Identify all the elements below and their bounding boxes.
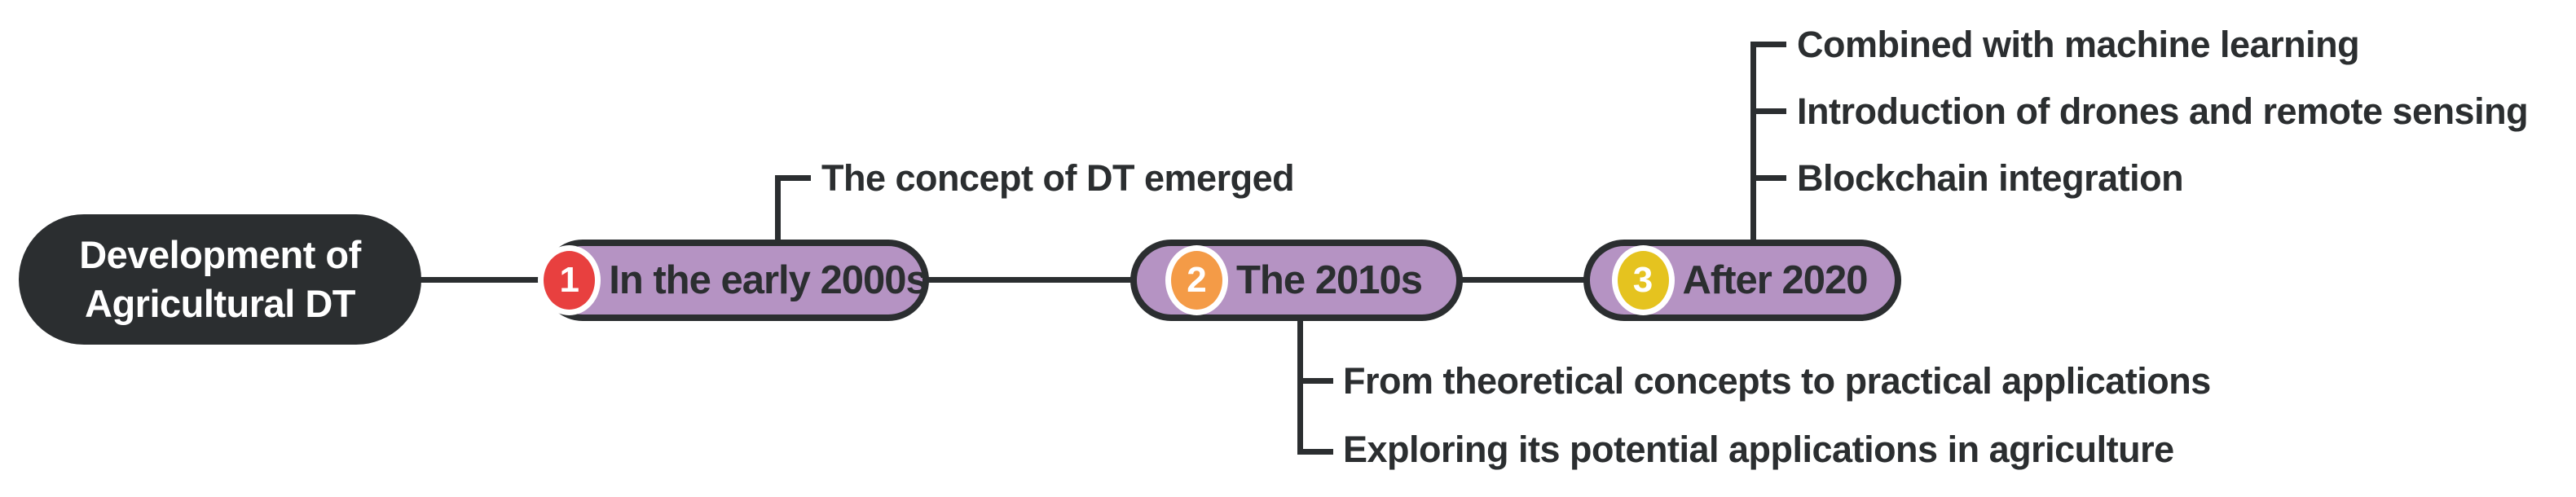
- root-node-label: Development of Agricultural DT: [79, 233, 361, 325]
- connector-root-to-node1: [420, 277, 550, 283]
- step-1-badge: 1: [544, 251, 596, 310]
- timeline-node-early-2000s: 1 In the early 2000s: [542, 240, 929, 321]
- branch2-item-2: Exploring its potential applications in …: [1343, 429, 2174, 470]
- step-2-badge: 2: [1171, 251, 1222, 310]
- branch3-vertical-line: [1750, 42, 1756, 245]
- branch3-item-2: Introduction of drones and remote sensin…: [1797, 90, 2529, 132]
- timeline-node-after-2020-label: After 2020: [1682, 258, 1869, 302]
- step-1-number: 1: [559, 260, 579, 300]
- branch1-tick-1: [775, 175, 811, 181]
- timeline-node-2010s: 2 The 2010s: [1130, 240, 1463, 321]
- branch2-tick-1: [1297, 378, 1333, 384]
- step-2-number: 2: [1187, 260, 1207, 300]
- branch2-tick-2: [1297, 449, 1333, 455]
- timeline-node-2010s-label: The 2010s: [1236, 258, 1423, 302]
- branch3-item-1: Combined with machine learning: [1797, 24, 2360, 65]
- root-node: Development of Agricultural DT: [19, 214, 421, 345]
- branch3-tick-2: [1750, 108, 1786, 114]
- branch3-tick-1: [1750, 42, 1786, 47]
- branch2-vertical-line: [1297, 318, 1303, 455]
- branch3-tick-3: [1750, 175, 1786, 181]
- connector-node1-to-node2: [923, 277, 1136, 283]
- timeline-node-after-2020: 3 After 2020: [1583, 240, 1901, 321]
- branch3-item-3: Blockchain integration: [1797, 157, 2184, 199]
- timeline-node-early-2000s-label: In the early 2000s: [609, 258, 928, 302]
- branch1-vertical-line: [775, 175, 781, 244]
- branch2-item-1: From theoretical concepts to practical a…: [1343, 360, 2211, 402]
- branch1-item-1: The concept of DT emerged: [821, 157, 1295, 199]
- connector-node2-to-node3: [1459, 277, 1589, 283]
- step-3-number: 3: [1632, 260, 1653, 300]
- step-3-badge: 3: [1617, 251, 1669, 310]
